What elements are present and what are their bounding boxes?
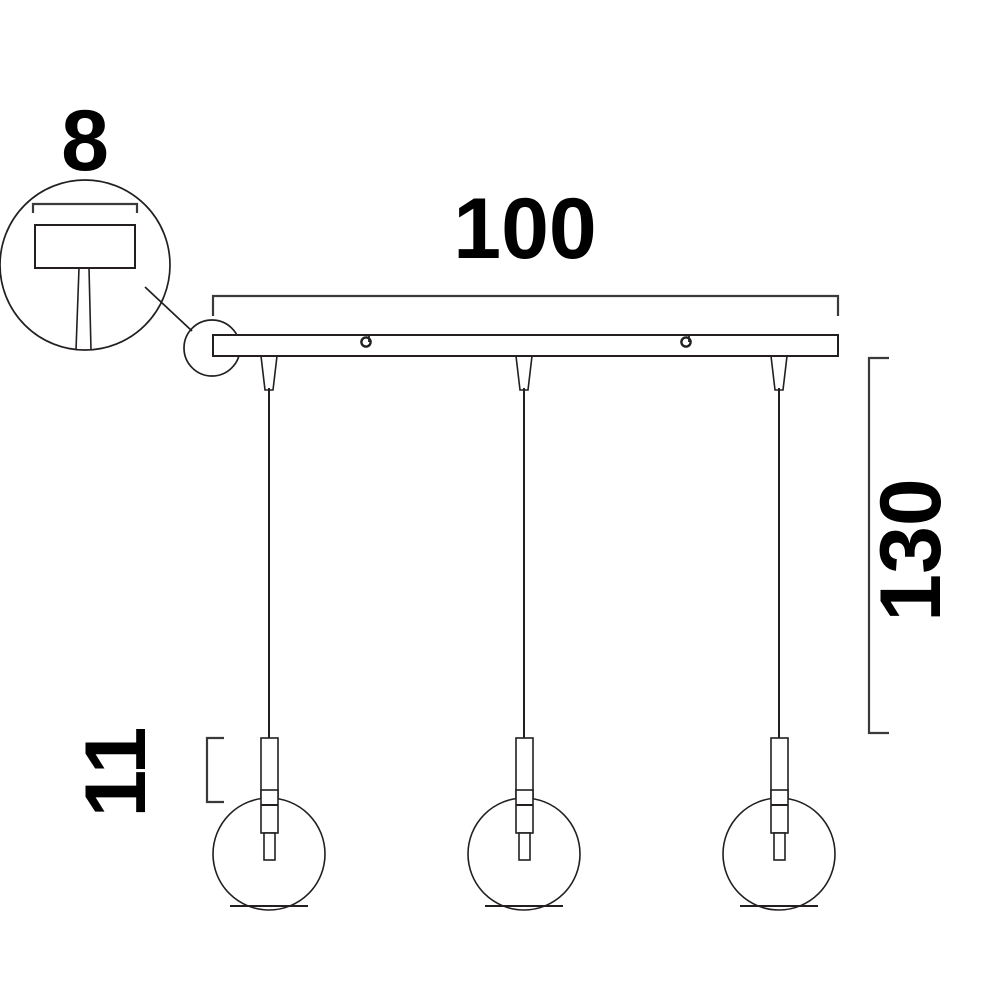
dimension-label-bar-length: 100 [453,181,597,277]
pendant-right-cone [770,355,788,391]
dimension-label-bar-depth: 8 [61,93,109,189]
pendant-left-tube-mid [260,789,279,834]
pendant-right-group [722,355,836,911]
canopy-bar-group [212,334,839,357]
dimension-bracket-bar-length [211,294,840,316]
pendant-left-tube-lower [263,832,276,861]
pendant-left-cone [260,355,278,391]
pendant-center-cone [515,355,533,391]
dimension-bar-length-group: 100 [211,181,840,316]
dimension-bracket-fixture-height [205,736,224,804]
dimension-bracket-drop-height [867,356,889,735]
detail-magnifier-circle [0,179,171,351]
pendant-right-tube-mid [770,789,789,834]
dimension-drop-height-group: 130 [863,356,959,735]
dimension-label-drop-height: 130 [863,478,959,622]
pendant-center-tube-lower [518,832,531,861]
canopy-screw-hole-2 [680,336,692,348]
detail-cable-left-edge [75,267,80,351]
pendant-left-group [212,355,326,911]
detail-callout-group: 8 [0,93,241,377]
pendant-right-tube-lower [773,832,786,861]
detail-cable-right-edge [88,267,92,351]
pendant-center-tube-mid [515,789,534,834]
pendant-center-group [467,355,581,911]
dimension-label-fixture-height: 11 [68,727,164,818]
dimension-fixture-height-group: 11 [68,727,224,818]
canopy-screw-hole-1 [360,336,372,348]
canopy-bar-body [212,334,839,357]
detail-leader-line [144,286,193,332]
dimension-bracket-bar-depth [31,202,139,213]
detail-bar-cross-section [34,224,136,269]
